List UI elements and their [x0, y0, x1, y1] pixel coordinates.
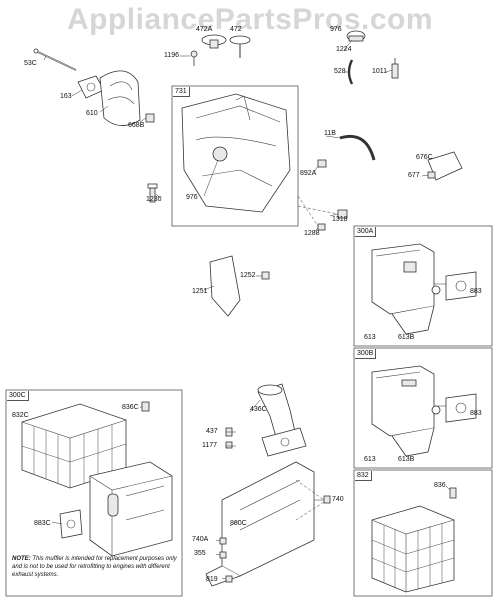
label-836C: 836C	[122, 404, 139, 411]
gasket-883C-part	[59, 509, 83, 539]
label-613-300A: 613	[364, 334, 376, 341]
box-300B-frame	[353, 347, 493, 469]
label-610: 610	[86, 110, 98, 117]
muffler-guard-832C-part	[21, 403, 127, 489]
gasket-883-300B-part	[445, 393, 477, 423]
label-528: 528	[334, 68, 346, 75]
muffler-300A-part	[371, 243, 441, 335]
label-1251: 1251	[192, 288, 208, 295]
label-740A: 740A	[192, 536, 209, 543]
label-613-300B: 613	[364, 456, 376, 463]
label-437: 437	[206, 428, 218, 435]
label-613B-300B: 613B	[398, 456, 415, 463]
box-300C-frame	[5, 389, 183, 597]
hose-528-part	[347, 59, 354, 85]
muffler-guard-832-part	[371, 505, 455, 593]
nut-1177-part	[225, 441, 233, 449]
screw-1196-part	[190, 50, 198, 66]
screw-740-part	[323, 495, 331, 504]
box-832-frame	[353, 469, 493, 597]
nut-892A-part	[317, 159, 327, 168]
screw-1252-part	[261, 271, 270, 280]
label-1224: 1224	[336, 46, 352, 53]
label-355: 355	[194, 550, 206, 557]
label-163: 163	[60, 93, 72, 100]
box-832-label: 832	[355, 471, 372, 481]
spark-plug-1230-part	[147, 183, 158, 203]
label-1318: 1318	[332, 216, 348, 223]
label-819: 819	[206, 576, 218, 583]
label-436C: 436C	[250, 406, 267, 413]
note-text: This muffler is intended for replacement…	[12, 556, 177, 578]
label-53C: 53C	[24, 60, 37, 67]
label-668B: 668B	[128, 122, 145, 129]
heat-shield-1251-part	[209, 255, 241, 317]
cap-472A-part	[201, 34, 227, 49]
nut-668B-part	[145, 113, 155, 123]
leader-lines	[43, 39, 451, 580]
screw-819-part	[225, 575, 233, 583]
label-1230: 1230	[146, 196, 162, 203]
label-1252: 1252	[240, 272, 256, 279]
note-lead: NOTE:	[12, 556, 31, 562]
exhaust-elbow-436C-part	[257, 383, 307, 457]
replacement-note: NOTE: This muffler is intended for repla…	[12, 555, 177, 579]
label-677: 677	[408, 172, 420, 179]
box-300B-label: 300B	[355, 349, 377, 359]
label-883-300A: 883	[470, 288, 482, 295]
label-883C: 883C	[34, 520, 51, 527]
label-472: 472	[230, 26, 242, 33]
screw-836C-part	[141, 401, 150, 412]
screw-677-part	[427, 171, 436, 179]
label-1011: 1011	[372, 68, 388, 75]
label-832C: 832C	[12, 412, 29, 419]
label-976-top: 976	[330, 26, 342, 33]
screw-836-part	[449, 487, 457, 499]
heat-shield-610-part	[99, 70, 141, 126]
label-472A: 472A	[196, 26, 213, 33]
label-740: 740	[332, 496, 344, 503]
label-1177: 1177	[202, 442, 218, 449]
label-1288: 1288	[304, 230, 320, 237]
label-11B: 11B	[324, 130, 336, 137]
label-860C: 860C	[230, 520, 247, 527]
label-883-300B: 883	[470, 410, 482, 417]
box-731-frame	[171, 85, 299, 227]
label-892A: 892A	[300, 170, 317, 177]
muffler-shroud-731-part	[181, 93, 291, 213]
gasket-883-300A-part	[445, 271, 477, 301]
watermark: AppliancePartsPros.com	[66, 3, 434, 36]
label-613B-300A: 613B	[398, 334, 415, 341]
box-300A-label: 300A	[355, 227, 377, 237]
label-676C: 676C	[416, 154, 433, 161]
dipstick-tube-part	[33, 48, 77, 71]
fitting-1011-part	[391, 58, 399, 79]
box-300C-label: 300C	[7, 391, 29, 401]
cap-472-part	[229, 35, 251, 58]
plug-1224-part	[346, 30, 366, 42]
label-1196: 1196	[164, 52, 180, 59]
screw-355-part	[219, 551, 227, 559]
screw-740A-part	[219, 537, 227, 545]
muffler-300B-part	[371, 365, 441, 457]
box-731-label: 731	[173, 87, 190, 97]
screw-1288-part	[317, 223, 326, 231]
bracket-860C-part	[205, 461, 315, 587]
box-300A-frame	[353, 225, 493, 347]
muffler-300C-part	[89, 461, 173, 557]
label-836: 836	[434, 482, 446, 489]
hose-11B-part	[339, 134, 376, 161]
label-976: 976	[186, 194, 198, 201]
